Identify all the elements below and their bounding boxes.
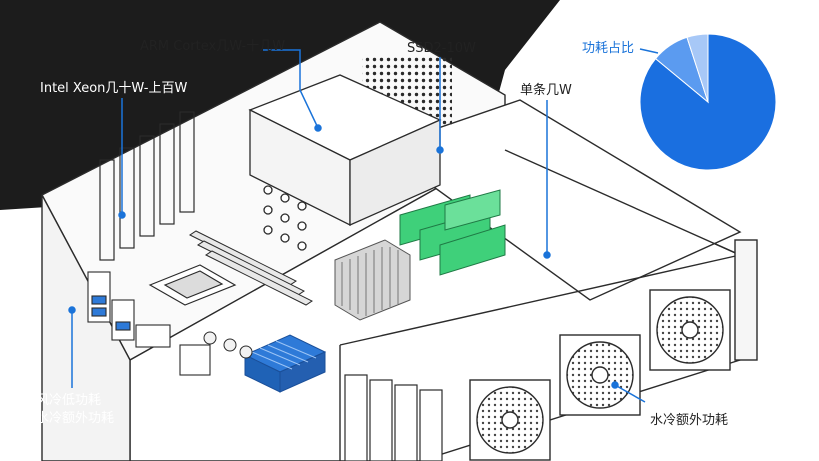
power-supply — [248, 74, 442, 251]
label-xeon: Intel Xeon几十W-上百W — [40, 81, 188, 96]
label-arm: ARM Cortex几W-十几W — [140, 39, 286, 54]
pie-slice-3 — [686, 33, 709, 103]
cpu-socket — [148, 264, 237, 306]
callout-lines — [68, 48, 659, 403]
label-cooling-air: 风冷低功耗 — [36, 393, 102, 408]
pci-brackets — [344, 374, 443, 461]
blue-heatsink — [243, 334, 327, 393]
label-ssd: SSD2-10W — [407, 41, 476, 56]
label-cooling-water: 水冷额外功耗 — [36, 411, 115, 426]
memory-slots — [189, 230, 313, 306]
rear-io-ports — [87, 271, 211, 376]
capacitors — [203, 331, 253, 359]
pie-slice-1 — [639, 33, 777, 171]
power-share-pie — [639, 33, 777, 171]
green-connectors — [399, 189, 506, 276]
cooling-fans — [469, 289, 731, 461]
pie-title: 功耗占比 — [582, 41, 635, 56]
chipset-heatsink — [334, 239, 411, 321]
label-dimm: 单条几W — [520, 83, 572, 98]
label-fan-water: 水冷额外功耗 — [650, 413, 729, 428]
